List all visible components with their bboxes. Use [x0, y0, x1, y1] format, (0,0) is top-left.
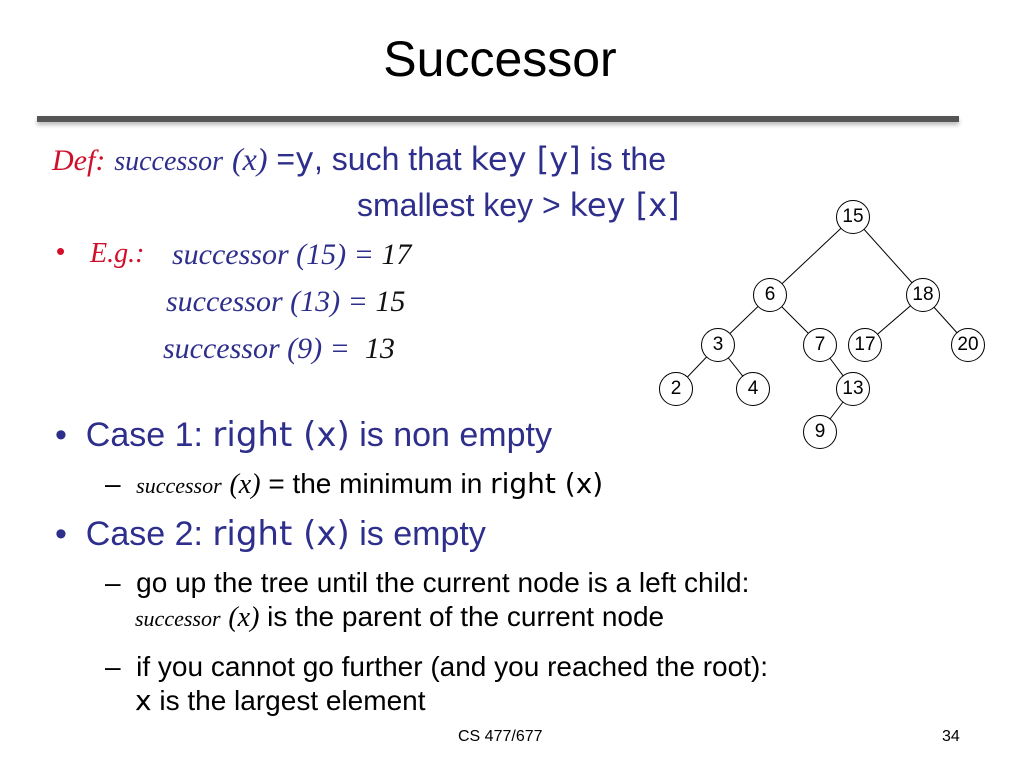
tree-node: 2	[659, 372, 693, 406]
text: if you cannot go further (and you reache…	[136, 651, 769, 682]
tree-node: 17	[848, 328, 882, 362]
fn: successor	[135, 606, 221, 631]
var-x: x	[242, 141, 257, 177]
case1-line: • Case 1: right (x) is non empty	[55, 415, 552, 455]
page-number: 34	[942, 728, 960, 745]
code-right-x: right (x)	[212, 514, 350, 554]
definition-line-1: Def: successor (x) =y, such that key [y]…	[52, 140, 666, 178]
bullet-dot: •	[56, 236, 66, 266]
tree-node: 18	[906, 278, 940, 312]
case2-line: • Case 2: right (x) is empty	[55, 514, 486, 554]
example-row: successor (13) = 15	[166, 285, 405, 319]
text: is the	[580, 141, 666, 177]
tree-node: 6	[753, 278, 787, 312]
paren: )	[256, 141, 268, 177]
example-expr: successor (13) =	[166, 285, 368, 318]
var-y: y	[295, 140, 314, 178]
text: smallest key >	[357, 187, 570, 223]
equals: =	[276, 141, 296, 177]
example-expr: successor (15) =	[172, 238, 374, 271]
title-divider	[37, 116, 959, 122]
code-key-y: key [y]	[470, 140, 581, 178]
text: is the largest element	[151, 685, 426, 716]
example-result: 17	[381, 238, 412, 271]
code-right-x: right (x)	[212, 415, 350, 455]
case2-sub2: – if you cannot go further (and you reac…	[105, 651, 769, 717]
tree-node: 9	[803, 415, 837, 449]
example-row: successor (9) = 13	[163, 332, 395, 366]
text: is empty	[349, 515, 486, 553]
definition-line-2: smallest key > key [x]	[357, 186, 680, 224]
tree-edge	[769, 216, 854, 296]
text: Case 1:	[85, 416, 213, 454]
code: right (x)	[490, 467, 604, 500]
example-row: successor (15) = 17	[172, 238, 411, 272]
text: is non empty	[349, 416, 552, 454]
text: is the parent of the current node	[259, 601, 665, 632]
var: (x)	[228, 602, 260, 633]
text: = the minimum in	[260, 468, 491, 499]
eg-label: E.g.:	[90, 238, 145, 269]
tree-node: 4	[736, 372, 770, 406]
footer-course: CS 477/677	[458, 728, 543, 745]
example-result: 13	[364, 332, 395, 365]
var: (x)	[229, 469, 261, 500]
text: go up the tree until the current node is…	[136, 567, 750, 598]
fn: successor	[136, 473, 222, 498]
text: , such that	[314, 141, 471, 177]
tree-node: 3	[701, 328, 735, 362]
code-x: x	[135, 684, 152, 717]
def-fn: successor	[114, 146, 224, 177]
slide-title: Successor	[383, 31, 617, 87]
tree-node: 13	[836, 372, 870, 406]
tree-node: 20	[951, 328, 985, 362]
example-result: 15	[375, 285, 406, 318]
case2-sub1: – go up the tree until the current node …	[105, 567, 750, 633]
paren: (	[231, 141, 243, 177]
case1-sub: – successor (x) = the minimum in right (…	[105, 467, 604, 500]
example-expr: successor (9) =	[163, 332, 350, 365]
code-key-x: key [x]	[569, 186, 680, 224]
tree-node: 15	[836, 200, 870, 234]
tree-node: 7	[803, 328, 837, 362]
text: Case 2:	[85, 515, 213, 553]
def-label: Def:	[52, 144, 106, 177]
